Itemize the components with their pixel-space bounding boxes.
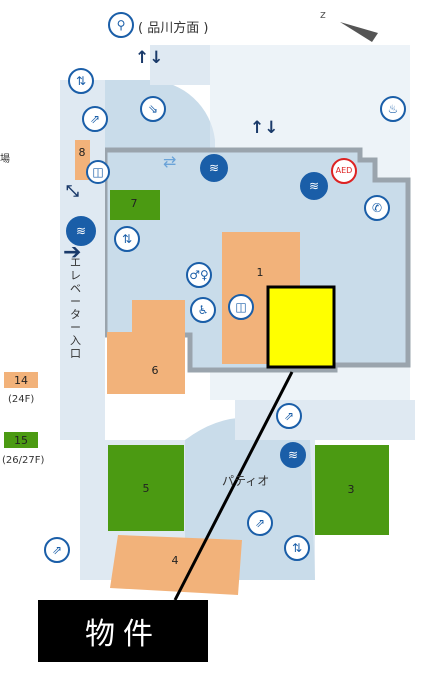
wifi-icon: ≋ (280, 442, 306, 468)
wifi-icon: ≋ (200, 154, 228, 182)
floor-area-corridor-top (150, 45, 210, 85)
unit-3-label: 3 (347, 483, 355, 496)
unit-3-shape (315, 445, 389, 535)
unit-4-label: 4 (171, 554, 179, 567)
aed-icon: AED (331, 158, 357, 184)
location-pin-icon: ⚲ (108, 12, 134, 38)
baby-room-icon: ◫ (86, 160, 110, 184)
escalator-icon: ⇗ (247, 510, 273, 536)
elevator-icon: ⇅ (284, 535, 310, 561)
elevator-entrance-arrow: ➔ (63, 240, 82, 265)
legend-orange-box: 14 (4, 372, 38, 388)
smoking-area-icon: ♨ (380, 96, 406, 122)
accessible-icon: ♿ (190, 297, 216, 323)
baby-room-icon: ◫ (228, 294, 254, 320)
legend-green-floor: (26/27F) (2, 455, 45, 466)
property-highlight (266, 285, 336, 369)
unit-5-label: 5 (142, 482, 150, 495)
unit-5-shape (108, 445, 184, 531)
escalator-icon: ⇗ (276, 403, 302, 429)
unit-4-shape (110, 535, 242, 595)
wifi-icon: ≋ (66, 216, 96, 246)
escalator-arrows-top: ↑↓ (135, 48, 164, 68)
unit-7-shape (110, 190, 160, 220)
escalator-icon: ⇗ (82, 106, 108, 132)
unit-6-shape (107, 332, 185, 394)
compass-arrow-shape (340, 22, 378, 42)
direction-arrows-diag: ⤡ (66, 181, 79, 200)
patio-label: パティオ (222, 474, 270, 488)
elevator-icon: ⇅ (114, 226, 140, 252)
unit-7-label: 7 (130, 197, 138, 210)
compass-n-label: z (320, 8, 326, 21)
unit-6-label: 6 (151, 364, 159, 377)
property-pointer-line (173, 371, 294, 601)
legend-green-box: 15 (4, 432, 38, 448)
elevator-entrance-label: エレベーター入口 (70, 256, 81, 360)
unit-8-label: 8 (78, 146, 86, 159)
direction-arrows-left: ⇄ (163, 152, 177, 171)
direction-label: ( 品川方面 ) (138, 21, 209, 36)
escalator-arrows-middle: ↑↓ (250, 118, 279, 138)
unit-6-notch (132, 300, 185, 334)
property-banner: 物件 (38, 600, 208, 662)
legend-orange-floor: (24F) (8, 394, 35, 405)
edge-text: 場 (0, 154, 10, 165)
wifi-icon: ≋ (300, 172, 328, 200)
phone-icon: ✆ (364, 195, 390, 221)
floor-area-right-lower (235, 400, 415, 440)
escalator-icon: ⇗ (44, 537, 70, 563)
elevator-icon: ⇅ (68, 68, 94, 94)
unit-1-label: 1 (256, 266, 264, 279)
restroom-icon: ♂♀ (186, 262, 212, 288)
escalator-icon: ⇘ (140, 96, 166, 122)
